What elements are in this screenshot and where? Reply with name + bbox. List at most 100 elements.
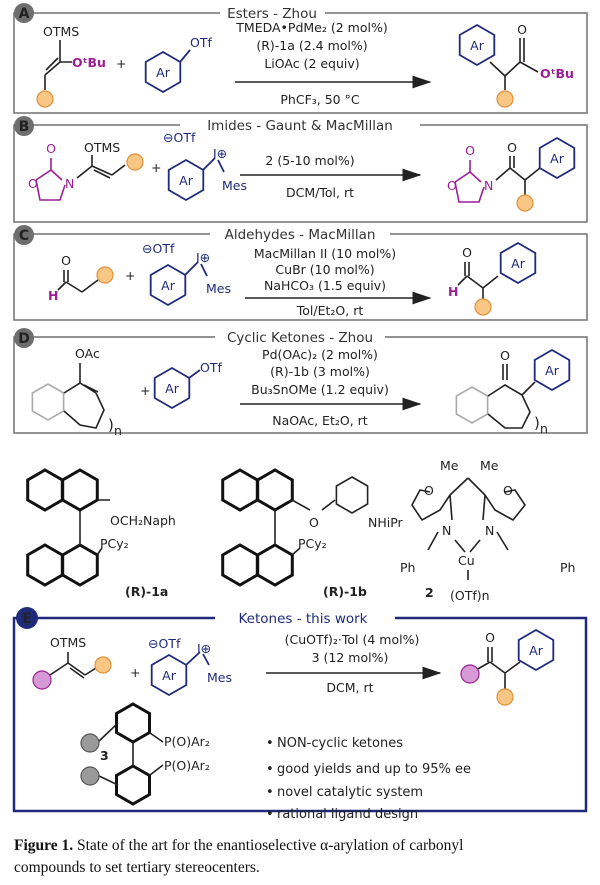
substituent-circle xyxy=(126,153,144,171)
ring-n: N xyxy=(484,178,493,193)
panel-c-title: Aldehydes - MacMillan xyxy=(225,227,376,243)
substituent-circle xyxy=(496,688,514,706)
box-ligand-bonds xyxy=(411,477,526,580)
panel-e-title: Ketones - this work xyxy=(239,611,368,627)
ring-carbonyl-o: O xyxy=(46,141,56,156)
product-bonds xyxy=(495,156,541,195)
feature-item: novel catalytic system xyxy=(277,785,423,800)
substituent-circle xyxy=(96,266,114,284)
product-bonds xyxy=(487,364,531,429)
otf-label: ⊖OTf xyxy=(142,241,175,256)
ar-label: Ar xyxy=(165,381,180,396)
ligand-2: Me Me O O N N Cu Ph Ph 2 (OTf)n xyxy=(400,458,575,603)
methyl-label: Me xyxy=(440,458,459,473)
ring xyxy=(26,468,64,512)
aldehyde-bonds xyxy=(57,270,99,293)
condition: MacMillan II (10 mol%) xyxy=(254,246,396,261)
panel-a-title: Esters - Zhou xyxy=(227,6,317,22)
ring-carbonyl-o: O xyxy=(465,143,475,158)
phenyl-label: Ph xyxy=(400,560,415,575)
ring-paren: ) xyxy=(534,414,540,432)
carbonyl-o: O xyxy=(485,630,495,645)
benzo-ring xyxy=(455,386,489,424)
ring-size-n: n xyxy=(114,423,122,438)
ring xyxy=(221,543,259,587)
bond xyxy=(184,261,208,277)
enol-bonds xyxy=(49,652,97,679)
panel-b-title: Imides - Gaunt & MacMillan xyxy=(207,118,393,134)
panel-e-badge xyxy=(16,607,38,629)
ring-paren: ) xyxy=(108,416,114,434)
ar-label: Ar xyxy=(511,256,526,271)
methyl-label: Me xyxy=(480,458,499,473)
aldehyde-o: O xyxy=(61,253,71,268)
condition: Pd(OAc)₂ (2 mol%) xyxy=(262,347,378,362)
ar-label: Ar xyxy=(179,173,194,188)
plus-sign: + xyxy=(140,383,150,398)
feature-item: good yields and up to 95% ee xyxy=(277,762,471,777)
aryl-ring xyxy=(538,136,576,180)
mes-label: Mes xyxy=(206,281,231,296)
phosphine-oxide-label: P(O)Ar₂ xyxy=(164,734,210,749)
ligand-name: (R)-1b xyxy=(323,584,367,599)
ether-o: O xyxy=(309,515,319,530)
substituent-circle xyxy=(496,90,514,108)
panel-c: Aldehydes - MacMillan C O H + ⊖OTf Ar I⊕… xyxy=(13,225,588,321)
panel-e-badge-label: E xyxy=(22,611,32,627)
biaryl-bond xyxy=(96,722,164,786)
feature-item: rational ligand design xyxy=(277,807,418,822)
condition: 2 (5-10 mol%) xyxy=(265,153,354,168)
condition: NaOAc, Et₂O, rt xyxy=(272,413,368,428)
bullet: • xyxy=(266,807,274,822)
otf-label: ⊖OTf xyxy=(163,130,196,145)
triflate-label: (OTf)n xyxy=(450,588,490,603)
purple-substituent-circle xyxy=(32,670,52,690)
aryl-ring xyxy=(533,348,571,392)
ligand-1a: OCH₂Naph PCy₂ (R)-1a xyxy=(26,468,176,599)
plus-sign: + xyxy=(125,268,135,283)
oxazolidinone-bonds xyxy=(454,160,485,203)
ar-label: Ar xyxy=(470,38,485,53)
panel-d: Cyclic Ketones - Zhou D OAc ) n + Ar OTf… xyxy=(13,328,588,438)
grey-substituent-circle xyxy=(80,733,100,753)
ligand-name: (R)-1a xyxy=(125,584,168,599)
mes-label: Mes xyxy=(207,670,232,685)
panel-c-badge xyxy=(14,225,34,245)
ar-label: Ar xyxy=(545,363,560,378)
aldehyde-h: H xyxy=(48,288,58,303)
condition: DCM, rt xyxy=(326,680,373,695)
copper-label: Cu xyxy=(458,553,475,568)
panel-d-badge xyxy=(14,328,34,348)
bullet: • xyxy=(266,736,274,751)
feature-list: • NON-cyclic ketones • good yields and u… xyxy=(266,736,471,822)
substituent-label: OCH₂Naph xyxy=(110,513,176,528)
purple-substituent-circle xyxy=(460,664,480,684)
ring xyxy=(26,543,64,587)
condition: DCM/Tol, rt xyxy=(286,185,354,200)
figure-caption: Figure 1. State of the art for the enant… xyxy=(14,837,463,854)
ring xyxy=(61,468,99,512)
bullet: • xyxy=(266,785,274,800)
ligand-label: 3 xyxy=(100,748,109,763)
ar-label: Ar xyxy=(162,668,177,683)
panel-a-badge-label: A xyxy=(19,6,30,22)
panel-c-badge-label: C xyxy=(19,228,29,244)
otms-label: OTMS xyxy=(43,24,79,39)
mes-label: Mes xyxy=(222,178,247,193)
ring-size-n: n xyxy=(540,421,548,436)
ar-label: Ar xyxy=(156,65,171,80)
ring xyxy=(256,543,294,587)
otbu-label: OᵗBu xyxy=(72,55,106,70)
aldehyde-o: O xyxy=(462,245,472,260)
condition: (R)-1b (3 mol%) xyxy=(270,364,370,379)
otbu-label: OᵗBu xyxy=(540,66,574,81)
panel-b: Imides - Gaunt & MacMillan B O O N OTMS … xyxy=(13,116,588,223)
ring-o: O xyxy=(28,176,38,191)
plus-sign: + xyxy=(151,160,161,175)
ring-o: O xyxy=(503,483,513,498)
cyclic-enol-bonds xyxy=(63,363,105,429)
phenyl-label: Ph xyxy=(560,560,575,575)
aldehyde-h: H xyxy=(448,284,458,299)
